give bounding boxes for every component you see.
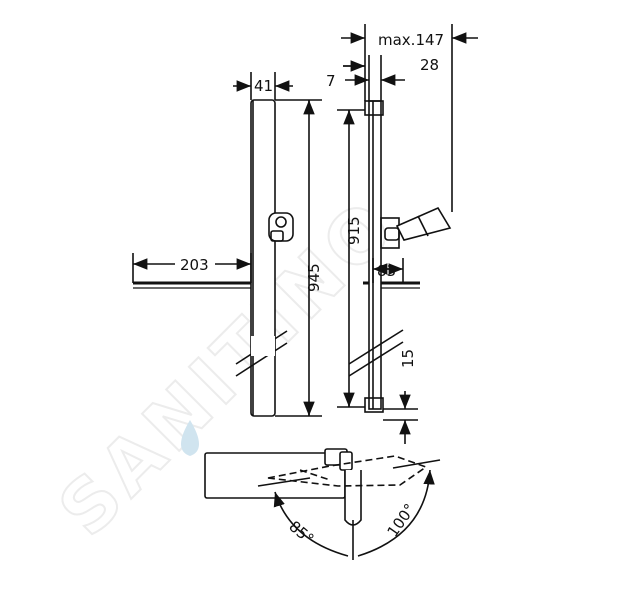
label-slider-width: 83	[377, 262, 396, 280]
label-rail-gap: 7	[326, 72, 336, 90]
dim-bottom-offset	[383, 391, 418, 444]
side-handshower-holder	[380, 206, 452, 249]
dim-wall-offset	[343, 55, 405, 101]
top-view-shelf	[204, 452, 346, 499]
dim-total-height	[275, 99, 322, 417]
handshower-holder	[268, 212, 294, 242]
label-bottom-offset: 15	[399, 349, 417, 368]
label-max-projection: max.147	[378, 31, 444, 49]
dim-max-projection	[341, 24, 478, 212]
side-shelf	[363, 281, 420, 289]
label-shelf-length: 203	[180, 256, 209, 274]
front-rail	[250, 99, 276, 417]
dim-swivel-angles	[257, 459, 441, 557]
front-shelf	[133, 281, 251, 289]
side-rail	[364, 100, 384, 413]
label-wall-offset: 28	[420, 56, 439, 74]
label-rail-width: 41	[254, 77, 273, 95]
dim-shelf-length	[132, 253, 252, 283]
dim-inner-height	[337, 109, 365, 408]
label-rail-height-inner: 915	[345, 216, 363, 245]
dim-slider-width	[372, 258, 404, 283]
dim-rail-width	[233, 72, 293, 100]
top-view-holder	[324, 448, 362, 560]
watermark-drop-icon	[181, 420, 199, 456]
top-view-swivel-dashed	[267, 455, 428, 487]
side-break-lines	[348, 329, 404, 377]
label-rail-height-total: 945	[305, 263, 323, 292]
front-break-lines	[235, 330, 288, 377]
